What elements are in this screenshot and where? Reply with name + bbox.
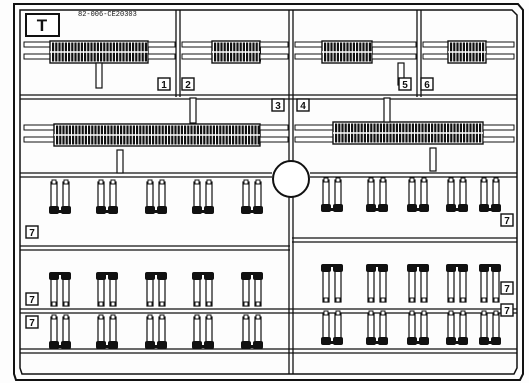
- runner-middle-left: [20, 172, 272, 178]
- gate-4-low: [429, 147, 437, 172]
- suspension-upper-left-3: [192, 179, 214, 214]
- runner-lower-right: [292, 237, 517, 243]
- track-pins-6-left: [422, 41, 449, 60]
- track-pins-3-left: [23, 124, 55, 143]
- track-pins-5-left: [294, 41, 323, 60]
- svg-text:4: 4: [300, 101, 306, 112]
- suspension-upper-left-4: [241, 179, 263, 214]
- frame-inner: [19, 9, 518, 375]
- suspension-upper-left-1: [96, 179, 118, 214]
- gate-1: [95, 62, 103, 89]
- suspension-low-right-3: [446, 310, 468, 345]
- track-part-1: [49, 40, 149, 64]
- suspension-mid-left-1: [96, 272, 118, 307]
- runner-v-left: [175, 10, 181, 97]
- svg-text:7: 7: [504, 216, 510, 227]
- suspension-low-right-4: [479, 310, 501, 345]
- suspension-mid-right-1: [366, 264, 388, 303]
- sprue-runners: [20, 10, 517, 374]
- suspension-mid-right-0: [321, 264, 343, 303]
- part-label-7-right-mid: 7: [500, 281, 514, 295]
- track-pins-2-left: [181, 41, 213, 60]
- track-pins-4-left: [294, 124, 334, 143]
- track-pins-1-right: [147, 41, 176, 60]
- svg-text:7: 7: [504, 284, 510, 295]
- part-label-5: 5: [398, 77, 412, 91]
- suspension-upper-right-0: [321, 177, 343, 212]
- frame-outer: [13, 3, 524, 381]
- runner-bottom: [20, 308, 517, 314]
- suspension-low-right-1: [366, 310, 388, 345]
- suspension-low-right-0: [321, 310, 343, 345]
- sprue-letter: T: [37, 16, 48, 35]
- svg-text:7: 7: [29, 228, 35, 239]
- runner-v-center-top: [288, 10, 294, 161]
- suspension-low-left-0: [49, 314, 71, 349]
- suspension-mid-left-0: [49, 272, 71, 307]
- suspension-mid-left-4: [241, 272, 263, 307]
- gate-3: [189, 97, 197, 124]
- suspension-upper-right-4: [479, 177, 501, 212]
- part-label-7-left-top: 7: [25, 225, 39, 239]
- suspension-mid-right-4: [479, 264, 501, 303]
- part-label-6: 6: [420, 77, 434, 91]
- suspension-mid-left-2: [145, 272, 167, 307]
- suspension-low-left-2: [145, 314, 167, 349]
- svg-text:6: 6: [424, 80, 430, 91]
- svg-text:1: 1: [161, 80, 167, 91]
- part-label-2: 2: [181, 77, 195, 91]
- sprue-parts: [23, 40, 515, 349]
- track-pins-4-right: [482, 124, 515, 143]
- part-label-7-left-mid: 7: [25, 292, 39, 306]
- suspension-low-right-2: [407, 310, 429, 345]
- track-part-3: [53, 123, 261, 147]
- track-pins-6-right: [485, 41, 515, 60]
- runner-upper: [20, 94, 517, 100]
- gate-4: [383, 97, 391, 123]
- part-label-7-right-bottom: 7: [500, 303, 514, 317]
- runner-hub: [272, 160, 310, 198]
- gate-3-low: [116, 149, 124, 174]
- track-pins-2-right: [259, 41, 289, 60]
- suspension-low-left-4: [241, 314, 263, 349]
- suspension-low-left-3: [192, 314, 214, 349]
- suspension-upper-right-2: [407, 177, 429, 212]
- part-label-7-right-top: 7: [500, 213, 514, 227]
- svg-text:2: 2: [185, 80, 191, 91]
- suspension-upper-left-0: [49, 179, 71, 214]
- part-label-4: 4: [296, 98, 310, 112]
- part-label-7-left-bottom: 7: [25, 315, 39, 329]
- suspension-mid-right-2: [407, 264, 429, 303]
- svg-text:7: 7: [29, 295, 35, 306]
- suspension-low-left-1: [96, 314, 118, 349]
- svg-text:5: 5: [402, 80, 408, 91]
- track-part-5: [321, 40, 373, 64]
- runner-lower-left: [20, 245, 290, 251]
- runner-base: [20, 348, 517, 354]
- track-part-4: [332, 121, 484, 145]
- suspension-upper-right-3: [446, 177, 468, 212]
- suspension-mid-left-3: [192, 272, 214, 307]
- sprue-code: 82-006-CE20303: [78, 11, 137, 19]
- svg-text:7: 7: [29, 318, 35, 329]
- svg-text:3: 3: [275, 101, 281, 112]
- runner-middle-right: [310, 172, 517, 178]
- part-label-3: 3: [271, 98, 285, 112]
- suspension-upper-right-1: [366, 177, 388, 212]
- svg-text:7: 7: [504, 306, 510, 317]
- part-label-1: 1: [157, 77, 171, 91]
- track-part-6: [447, 40, 487, 64]
- track-pins-3-right: [259, 124, 289, 143]
- track-pins-1-left: [23, 41, 51, 60]
- track-part-2: [211, 40, 261, 64]
- suspension-upper-left-2: [145, 179, 167, 214]
- track-pins-5-right: [371, 41, 417, 60]
- suspension-mid-right-3: [446, 264, 468, 303]
- sprue-letter-box: [25, 13, 60, 37]
- runner-v-center-bottom: [288, 197, 294, 374]
